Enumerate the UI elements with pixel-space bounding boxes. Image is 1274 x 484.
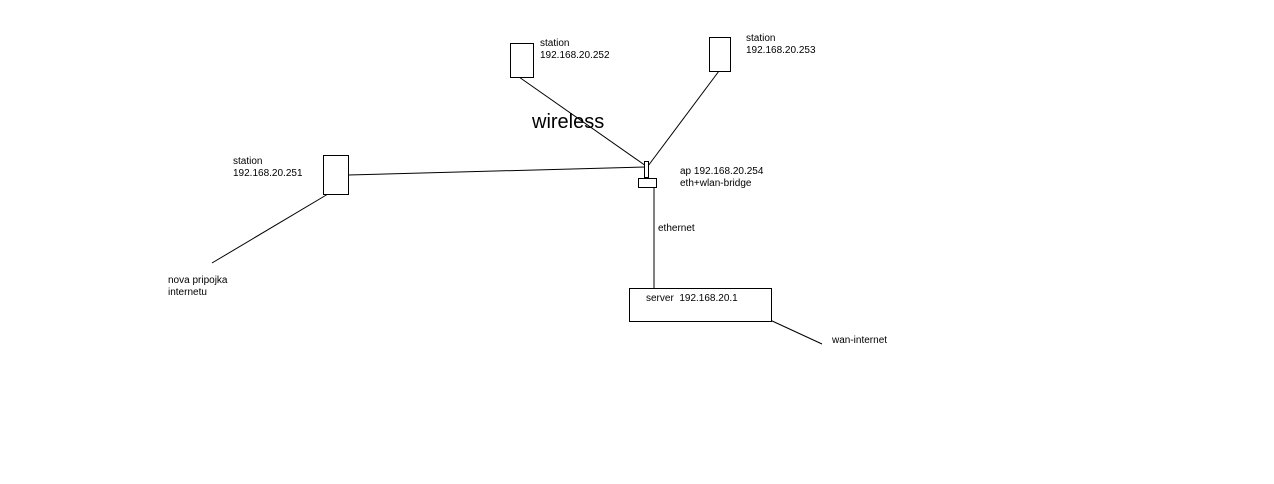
ap-mode: eth+wlan-bridge [680, 178, 752, 189]
station-253-box [709, 37, 731, 72]
link-station-252-to-ap [518, 76, 647, 167]
new-connection-line2: internetu [168, 287, 207, 298]
station-251-label: station 192.168.20.251 [233, 156, 303, 180]
station-253-label: station 192.168.20.253 [746, 33, 816, 57]
station-252-ip: 192.168.20.252 [540, 50, 610, 61]
new-connection-line1: nova pripojka [168, 275, 228, 286]
link-station-253-to-ap [647, 70, 720, 167]
station-252-name: station [540, 38, 570, 49]
station-252-box [510, 43, 534, 78]
new-connection-label: nova pripojka internetu [168, 275, 227, 299]
ap-device-box [638, 178, 657, 188]
station-253-name: station [746, 33, 776, 44]
station-251-ip: 192.168.20.251 [233, 168, 303, 179]
link-server-to-wan [769, 319, 823, 345]
link-station-251-to-ap [347, 166, 646, 176]
ap-ip: ap 192.168.20.254 [680, 166, 764, 177]
ethernet-label: ethernet [658, 223, 695, 234]
station-251-box [323, 155, 349, 195]
ap-label: ap 192.168.20.254 eth+wlan-bridge [680, 166, 763, 190]
station-251-name: station [233, 156, 263, 167]
station-252-label: station 192.168.20.252 [540, 38, 610, 62]
wan-label: wan-internet [832, 335, 888, 346]
link-station-251-to-new-connection [211, 193, 329, 264]
server-box: server 192.168.20.1 [629, 288, 772, 322]
ap-antenna [644, 161, 649, 178]
wireless-label: wireless [532, 111, 605, 133]
server-label: server 192.168.20.1 [646, 293, 738, 304]
station-253-ip: 192.168.20.253 [746, 45, 816, 56]
